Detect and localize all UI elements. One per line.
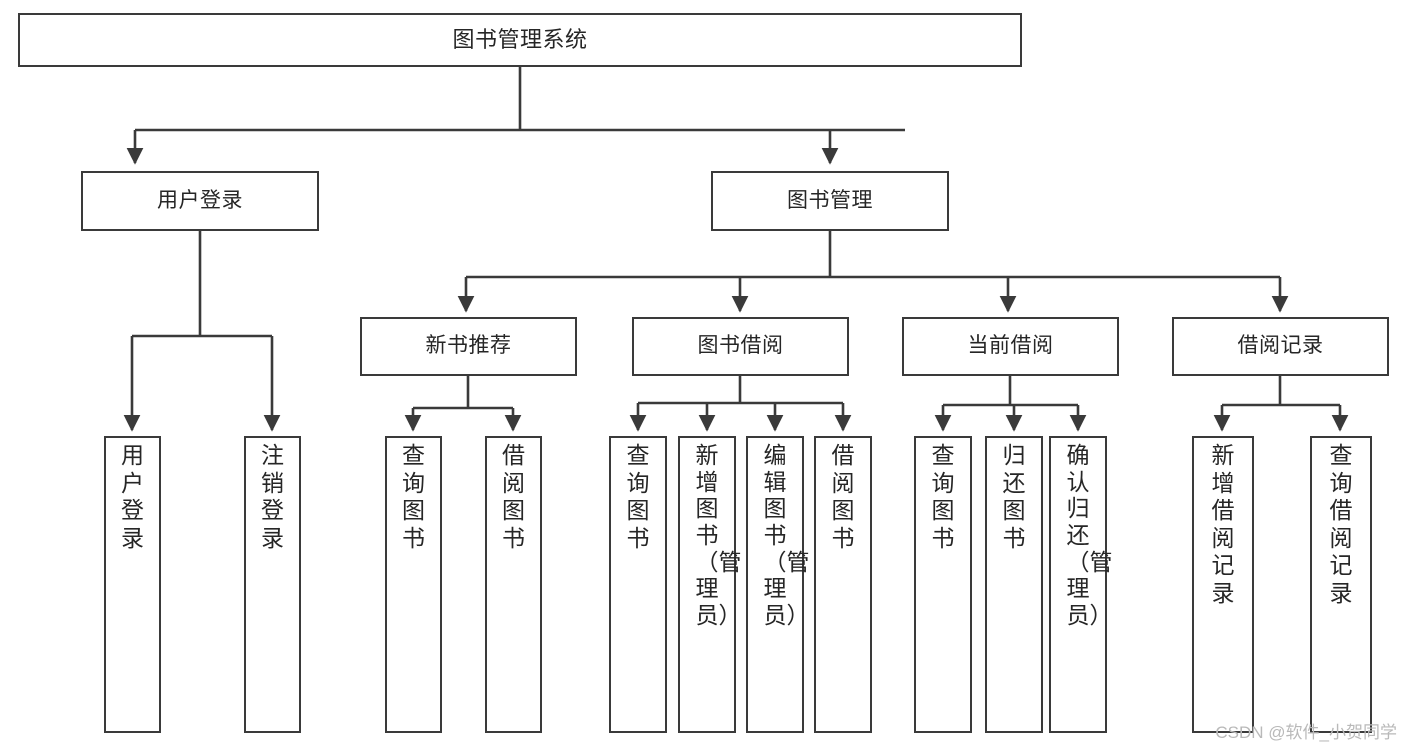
leaf-query-book-borrow[interactable]: 查询图书 xyxy=(609,436,667,733)
leaf-logout[interactable]: 注销登录 xyxy=(244,436,301,733)
node-borrow-record[interactable]: 借阅记录 xyxy=(1172,317,1389,376)
node-label: 借阅图书 xyxy=(502,442,525,551)
leaf-return-book[interactable]: 归还图书 xyxy=(985,436,1043,733)
node-label: 查询图书 xyxy=(626,442,650,551)
node-label: 注销登录 xyxy=(261,442,284,551)
node-book-borrow[interactable]: 图书借阅 xyxy=(632,317,849,376)
node-label: 查询图书 xyxy=(931,442,955,551)
node-current-borrow[interactable]: 当前借阅 xyxy=(902,317,1119,376)
leaf-borrow-book-recommend[interactable]: 借阅图书 xyxy=(485,436,542,733)
leaf-query-borrow-record[interactable]: 查询借阅记录 xyxy=(1310,436,1372,733)
node-new-book-recommend[interactable]: 新书推荐 xyxy=(360,317,577,376)
leaf-borrow-book[interactable]: 借阅图书 xyxy=(814,436,872,733)
leaf-edit-book-admin[interactable]: 编辑图书（管理员） xyxy=(746,436,810,733)
node-label: 图书借阅 xyxy=(697,334,784,358)
leaf-query-book-recommend[interactable]: 查询图书 xyxy=(385,436,442,733)
node-label: 用户登录 xyxy=(157,188,243,212)
node-label: 借阅图书 xyxy=(831,442,855,551)
node-label: 用户登录 xyxy=(121,442,144,551)
node-root-system[interactable]: 图书管理系统 xyxy=(18,13,1022,67)
node-label: 归还图书 xyxy=(1002,442,1026,551)
leaf-user-login[interactable]: 用户登录 xyxy=(104,436,161,733)
leaf-confirm-return-admin[interactable]: 确认归还（管理员） xyxy=(1049,436,1113,733)
node-label: 新增图书（管理员） xyxy=(695,442,742,629)
node-label: 查询图书 xyxy=(402,442,425,551)
leaf-add-book-admin[interactable]: 新增图书（管理员） xyxy=(678,436,742,733)
node-label: 借阅记录 xyxy=(1237,334,1324,358)
node-label: 确认归还（管理员） xyxy=(1066,442,1113,629)
node-label: 当前借阅 xyxy=(967,334,1054,358)
leaf-query-book-current[interactable]: 查询图书 xyxy=(914,436,972,733)
node-user-login[interactable]: 用户登录 xyxy=(81,171,319,231)
node-label: 新增借阅记录 xyxy=(1211,442,1235,606)
watermark-text: CSDN @软件_小贺同学 xyxy=(1215,723,1397,742)
node-label: 编辑图书（管理员） xyxy=(763,442,810,629)
leaf-add-borrow-record[interactable]: 新增借阅记录 xyxy=(1192,436,1254,733)
node-label: 图书管理系统 xyxy=(452,27,588,53)
node-book-management[interactable]: 图书管理 xyxy=(711,171,949,231)
node-label: 查询借阅记录 xyxy=(1329,442,1353,606)
node-label: 新书推荐 xyxy=(425,334,512,358)
node-label: 图书管理 xyxy=(787,188,873,212)
